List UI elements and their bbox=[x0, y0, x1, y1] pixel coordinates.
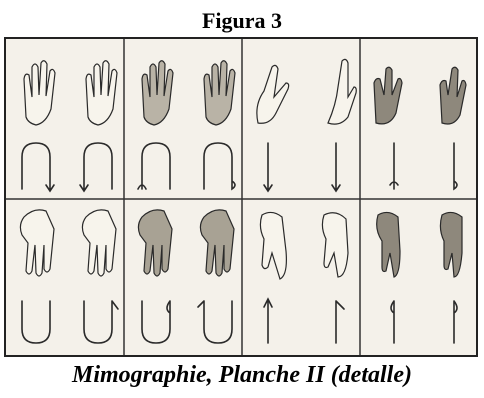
figure-caption: Mimographie, Planche II (detalle) bbox=[0, 360, 484, 390]
notation-cup-tick bbox=[84, 301, 118, 343]
plate-illustration bbox=[6, 39, 476, 355]
hand-icon-shaded bbox=[142, 61, 235, 125]
hand-icon-down-shaded bbox=[138, 210, 234, 276]
notation-arch-loop bbox=[204, 143, 235, 189]
notation-arch-arrow bbox=[80, 143, 112, 191]
notation-cup bbox=[22, 301, 50, 343]
notation-arch-arrow bbox=[22, 143, 54, 191]
notation-up-loop bbox=[454, 301, 457, 343]
notation-symbols-top bbox=[22, 143, 457, 191]
hand-icon-down-dark bbox=[377, 212, 462, 277]
hand-icon-side bbox=[257, 59, 356, 124]
notation-arch-hook bbox=[138, 143, 170, 189]
notation-up-loop bbox=[391, 301, 394, 343]
notation-up-arrow bbox=[264, 299, 272, 343]
hand-icon-down bbox=[20, 210, 116, 276]
hand-icon bbox=[24, 61, 117, 125]
notation-down-arrow bbox=[332, 143, 340, 191]
notation-down-arrow bbox=[264, 143, 272, 191]
hand-icon-down-side bbox=[260, 212, 348, 279]
figure-title: Figura 3 bbox=[0, 8, 484, 34]
notation-cup-tick bbox=[198, 301, 232, 343]
hand-icon-dark bbox=[374, 67, 466, 124]
notation-down-loop bbox=[454, 143, 457, 189]
notation-up-tick bbox=[336, 301, 344, 343]
mimographie-plate bbox=[4, 37, 478, 357]
plate-grid bbox=[6, 39, 476, 355]
notation-cup-loop bbox=[142, 301, 170, 343]
notation-down-hook bbox=[390, 143, 398, 189]
notation-symbols-bottom bbox=[22, 299, 457, 343]
